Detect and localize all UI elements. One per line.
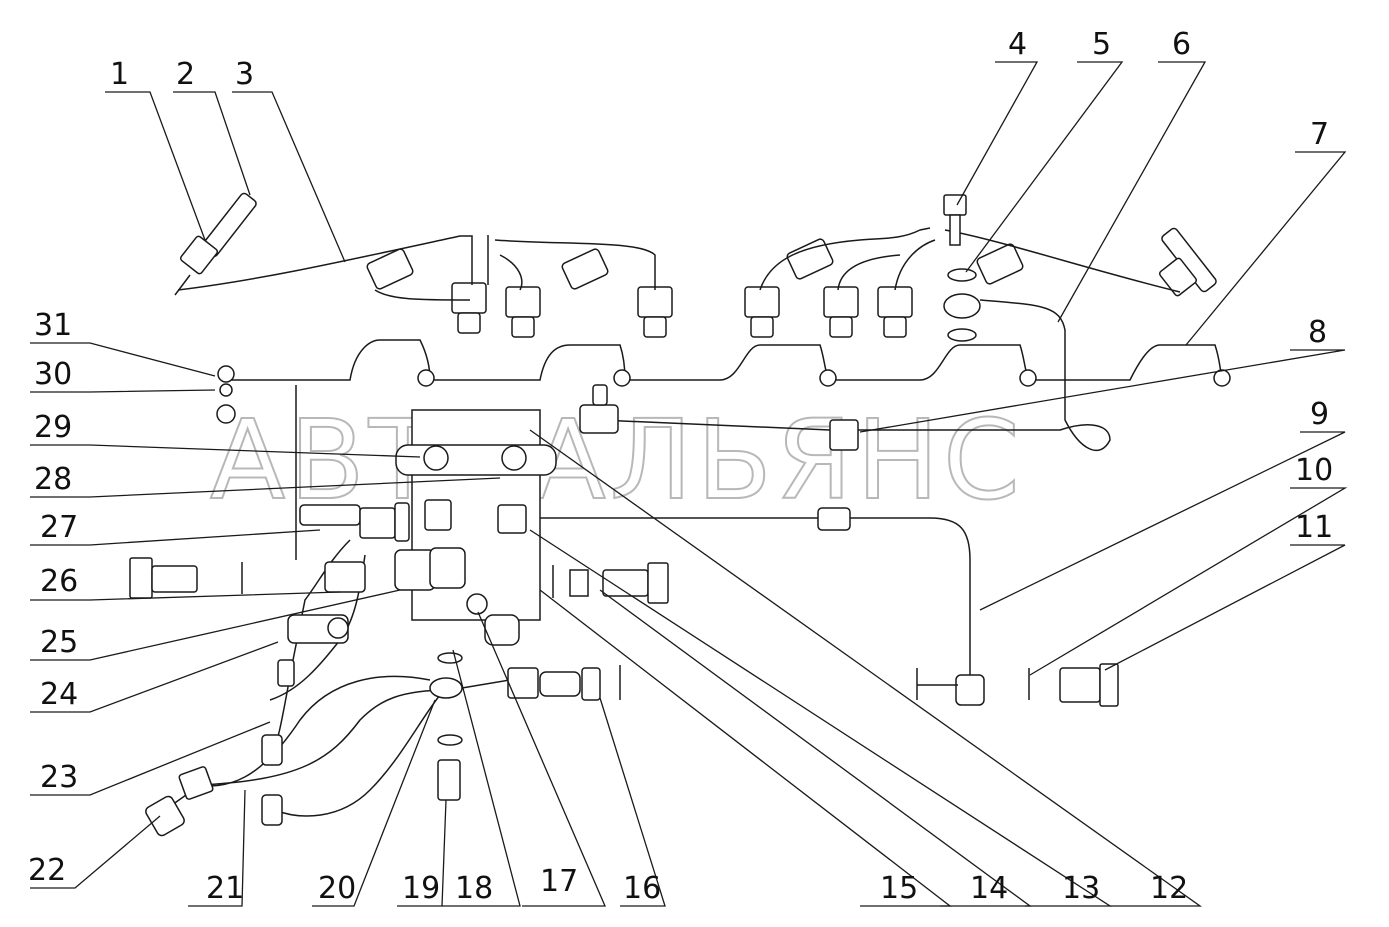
callout-20: 20 xyxy=(318,871,356,906)
callout-21: 21 xyxy=(206,871,244,906)
callout-17: 17 xyxy=(540,864,578,899)
return-bolt xyxy=(943,194,981,342)
injector-right xyxy=(1158,227,1217,297)
callout-14: 14 xyxy=(970,871,1008,906)
callout-18: 18 xyxy=(455,871,493,906)
callout-4: 4 xyxy=(1008,27,1027,62)
callout-2: 2 xyxy=(176,57,195,92)
callout-24: 24 xyxy=(40,677,78,712)
pipe-9 xyxy=(540,507,985,706)
callout-16: 16 xyxy=(623,871,661,906)
callout-31: 31 xyxy=(34,308,72,343)
callout-10: 10 xyxy=(1295,453,1333,488)
leader-lines xyxy=(30,61,1348,907)
callout-27: 27 xyxy=(40,510,78,545)
injector-left xyxy=(174,192,257,296)
callout-26: 26 xyxy=(40,564,78,599)
callout-28: 28 xyxy=(34,462,72,497)
return-line-6 xyxy=(599,299,1111,452)
callout-12: 12 xyxy=(1150,871,1188,906)
callout-11: 11 xyxy=(1295,510,1333,545)
callout-6: 6 xyxy=(1172,27,1191,62)
callout-25: 25 xyxy=(40,625,78,660)
callout-30: 30 xyxy=(34,357,72,392)
injection-pipes xyxy=(177,227,1181,301)
banjo-bolts xyxy=(129,557,1119,707)
callout-15: 15 xyxy=(880,871,918,906)
tee-fitting xyxy=(579,384,859,451)
callout-5: 5 xyxy=(1092,27,1111,62)
callout-19: 19 xyxy=(402,871,440,906)
distribution-block xyxy=(395,409,557,646)
callout-1: 1 xyxy=(110,57,129,92)
callout-7: 7 xyxy=(1310,117,1329,152)
callout-29: 29 xyxy=(34,410,72,445)
lower-pipes xyxy=(145,502,621,837)
callout-labels: 1 2 3 4 5 6 7 8 9 10 11 12 13 14 15 16 1… xyxy=(28,27,1333,906)
callout-23: 23 xyxy=(40,760,78,795)
callout-9: 9 xyxy=(1310,397,1329,432)
callout-22: 22 xyxy=(28,853,66,888)
callout-13: 13 xyxy=(1062,871,1100,906)
banjo-nuts-row xyxy=(451,282,913,338)
callout-8: 8 xyxy=(1308,315,1327,350)
callout-3: 3 xyxy=(235,57,254,92)
leak-off-rail xyxy=(216,339,1231,560)
injector-row-top xyxy=(366,238,1024,290)
